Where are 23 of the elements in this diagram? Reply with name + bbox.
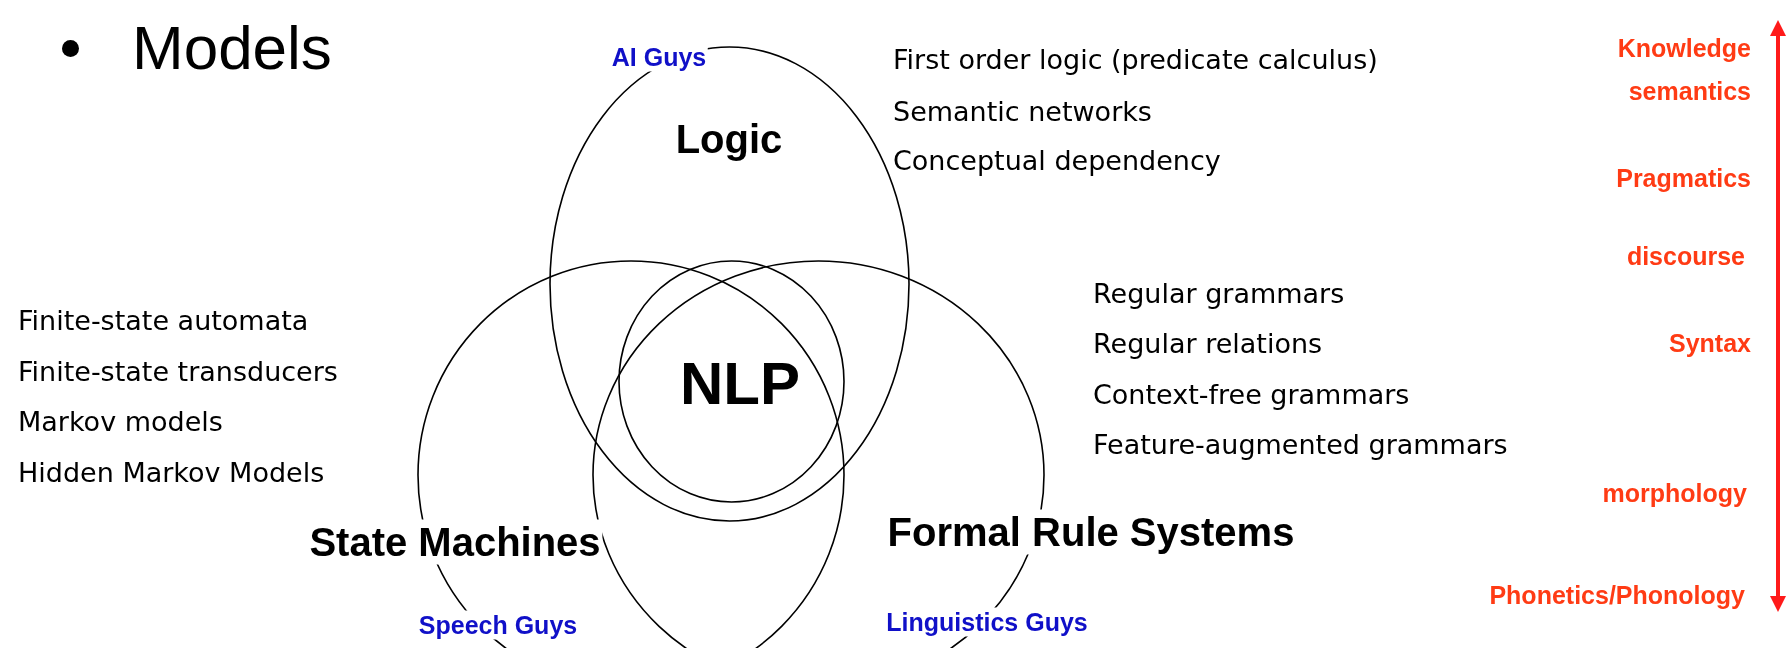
list-item: Feature-augmented grammars bbox=[1093, 428, 1508, 460]
list-item: Regular grammars bbox=[1093, 277, 1345, 309]
list-item: Markov models bbox=[18, 405, 223, 437]
level-label: Knowledge bbox=[1617, 33, 1751, 63]
list-item: Hidden Markov Models bbox=[18, 456, 325, 488]
group-caption: Linguistics Guys bbox=[884, 607, 1090, 637]
level-label: discourse bbox=[1626, 241, 1745, 271]
level-label: morphology bbox=[1602, 478, 1747, 508]
level-label: Syntax bbox=[1669, 328, 1751, 358]
level-label: Pragmatics bbox=[1616, 163, 1751, 193]
level-label: semantics bbox=[1628, 76, 1751, 106]
list-item: Conceptual dependency bbox=[893, 144, 1221, 176]
list-item: Finite-state transducers bbox=[18, 355, 338, 387]
list-item: Regular relations bbox=[1093, 327, 1323, 359]
list-item: Context-free grammars bbox=[1093, 378, 1410, 410]
venn-ellipse bbox=[618, 260, 845, 503]
level-label: Phonetics/Phonology bbox=[1489, 580, 1745, 610]
list-item: First order logic (predicate calculus) bbox=[893, 43, 1378, 75]
list-item: Finite-state automata bbox=[18, 304, 309, 336]
heading: Models bbox=[132, 12, 332, 83]
group-caption: Speech Guys bbox=[416, 610, 580, 640]
list-item: Semantic networks bbox=[893, 95, 1152, 127]
set-label: State Machines bbox=[307, 519, 603, 565]
